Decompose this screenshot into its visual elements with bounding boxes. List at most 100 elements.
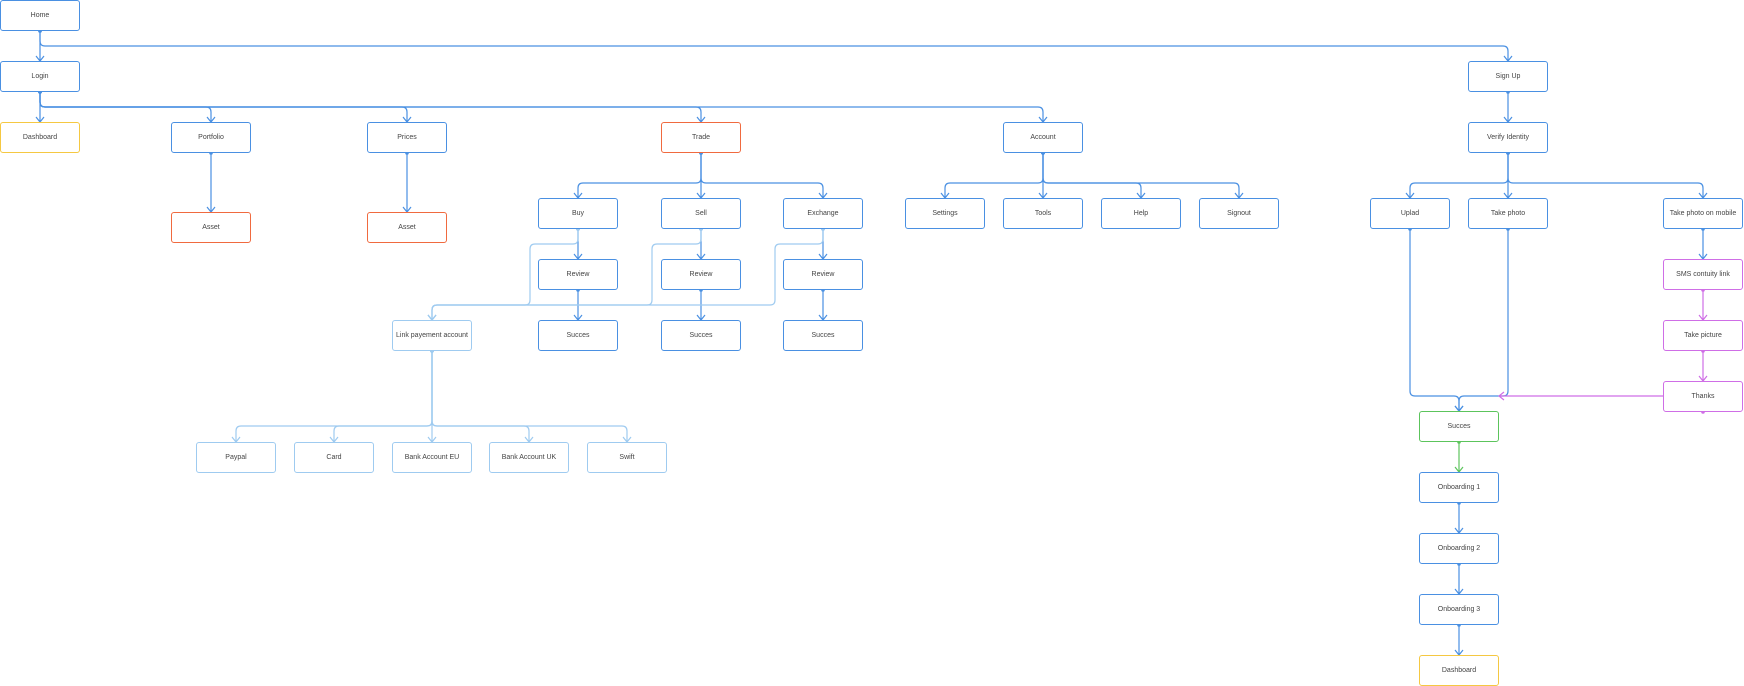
node-login[interactable]: Login <box>0 61 80 92</box>
edge-trade-to-buy <box>577 153 702 198</box>
node-swift[interactable]: Swift <box>587 442 667 473</box>
edge-linkpay-to-swift <box>431 351 628 442</box>
node-takepicture[interactable]: Take picture <box>1663 320 1743 351</box>
node-label: Bank Account EU <box>404 454 460 461</box>
edge-account-to-settings <box>944 153 1044 198</box>
node-review3[interactable]: Review <box>783 259 863 290</box>
node-review1[interactable]: Review <box>538 259 618 290</box>
node-label: Prices <box>397 134 417 141</box>
node-sms[interactable]: SMS contuity link <box>1663 259 1743 290</box>
node-label: Home <box>30 12 50 19</box>
node-sell[interactable]: Sell <box>661 198 741 229</box>
node-buy[interactable]: Buy <box>538 198 618 229</box>
node-label: Onboarding 3 <box>1437 606 1481 613</box>
node-label: Review <box>689 271 713 278</box>
node-asset2[interactable]: Asset <box>367 212 447 243</box>
node-label: Sell <box>695 210 707 217</box>
node-label: Portfolio <box>198 134 224 141</box>
node-label: Onboarding 1 <box>1437 484 1481 491</box>
node-label: Review <box>811 271 835 278</box>
node-verify[interactable]: Verify Identity <box>1468 122 1548 153</box>
node-label: Sign Up <box>1495 73 1521 80</box>
node-label: Link payement account <box>396 332 468 339</box>
node-label: Card <box>326 454 342 461</box>
node-label: Settings <box>932 210 958 217</box>
node-label: Thanks <box>1691 393 1715 400</box>
node-label: Buy <box>571 210 585 217</box>
node-label: Tools <box>1034 210 1052 217</box>
edge-trade-to-exchange <box>700 153 824 198</box>
node-account[interactable]: Account <box>1003 122 1083 153</box>
node-label: Signout <box>1227 210 1251 217</box>
node-label: Review <box>566 271 590 278</box>
node-label: Help <box>1133 210 1149 217</box>
node-label: Trade <box>691 134 711 141</box>
edge-upload-to-succes4 <box>1409 229 1460 411</box>
node-label: Account <box>1030 134 1056 141</box>
node-label: Asset <box>202 224 220 231</box>
edge-verify-to-takemobile <box>1507 153 1704 198</box>
node-label: Take picture <box>1684 332 1722 339</box>
node-upload[interactable]: Uplad <box>1370 198 1450 229</box>
node-succes2[interactable]: Succes <box>661 320 741 351</box>
edge-account-to-signout <box>1042 153 1240 198</box>
node-card[interactable]: Card <box>294 442 374 473</box>
node-succes1[interactable]: Succes <box>538 320 618 351</box>
node-label: Asset <box>398 224 416 231</box>
node-linkpay[interactable]: Link payement account <box>392 320 472 351</box>
node-label: Take photo on mobile <box>1669 210 1737 217</box>
edge-linkpay-to-card <box>333 351 433 442</box>
node-asset1[interactable]: Asset <box>171 212 251 243</box>
node-label: SMS contuity link <box>1676 271 1730 278</box>
node-portfolio[interactable]: Portfolio <box>171 122 251 153</box>
edge-verify-to-upload <box>1409 153 1509 198</box>
node-label: Swift <box>619 454 635 461</box>
node-label: Succes <box>689 332 713 339</box>
edge-account-to-help <box>1042 153 1142 198</box>
node-help[interactable]: Help <box>1101 198 1181 229</box>
node-label: Uplad <box>1400 210 1420 217</box>
node-takephoto[interactable]: Take photo <box>1468 198 1548 229</box>
node-bankuk[interactable]: Bank Account UK <box>489 442 569 473</box>
node-review2[interactable]: Review <box>661 259 741 290</box>
arrowhead-thanks-to-succes4 <box>1498 391 1505 401</box>
node-paypal[interactable]: Paypal <box>196 442 276 473</box>
node-dashboard2[interactable]: Dashboard <box>1419 655 1499 686</box>
node-thanks[interactable]: Thanks <box>1663 381 1743 412</box>
node-bankeu[interactable]: Bank Account EU <box>392 442 472 473</box>
node-label: Bank Account UK <box>501 454 557 461</box>
node-label: Dashboard <box>1441 667 1477 674</box>
node-trade[interactable]: Trade <box>661 122 741 153</box>
node-succes3[interactable]: Succes <box>783 320 863 351</box>
node-label: Exchange <box>807 210 839 217</box>
node-settings[interactable]: Settings <box>905 198 985 229</box>
node-label: Take photo <box>1490 210 1526 217</box>
node-onb2[interactable]: Onboarding 2 <box>1419 533 1499 564</box>
node-label: Onboarding 2 <box>1437 545 1481 552</box>
node-label: Dashboard <box>22 134 58 141</box>
node-signup[interactable]: Sign Up <box>1468 61 1548 92</box>
node-label: Succes <box>1447 423 1471 430</box>
edge-home-to-signup <box>39 31 1509 61</box>
node-label: Succes <box>811 332 835 339</box>
edge-login-to-account <box>39 92 1044 122</box>
node-succes4[interactable]: Succes <box>1419 411 1499 442</box>
node-home[interactable]: Home <box>0 0 80 31</box>
edge-linkpay-to-bankuk <box>431 351 530 442</box>
node-label: Verify Identity <box>1486 134 1530 141</box>
node-dashboard[interactable]: Dashboard <box>0 122 80 153</box>
node-label: Paypal <box>225 454 247 461</box>
node-tools[interactable]: Tools <box>1003 198 1083 229</box>
edge-exchange-to-linkpay <box>431 229 824 320</box>
node-onb3[interactable]: Onboarding 3 <box>1419 594 1499 625</box>
node-signout[interactable]: Signout <box>1199 198 1279 229</box>
node-prices[interactable]: Prices <box>367 122 447 153</box>
node-label: Login <box>31 73 49 80</box>
node-label: Succes <box>566 332 590 339</box>
node-onb1[interactable]: Onboarding 1 <box>1419 472 1499 503</box>
node-exchange[interactable]: Exchange <box>783 198 863 229</box>
edge-takephoto-to-succes4 <box>1458 229 1509 411</box>
node-takemobile[interactable]: Take photo on mobile <box>1663 198 1743 229</box>
